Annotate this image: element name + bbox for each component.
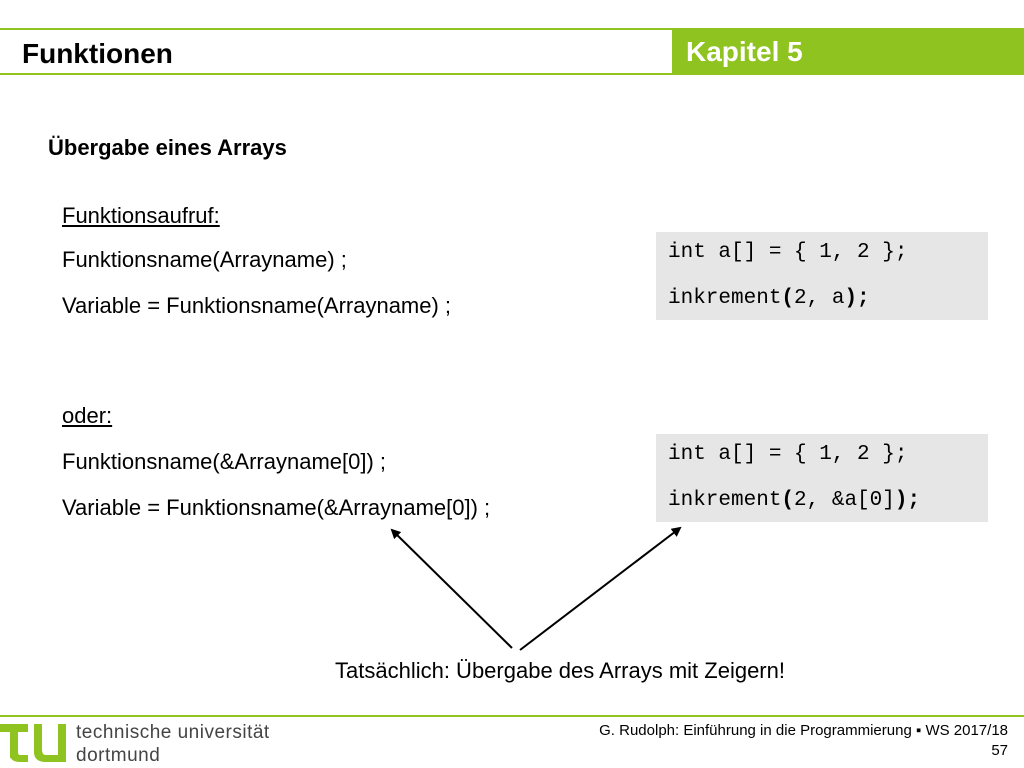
page-number: 57 xyxy=(991,742,1008,759)
code-example-2: int a[] = { 1, 2 }; inkrement(2, &a[0]); xyxy=(656,434,988,522)
code-example-1: int a[] = { 1, 2 }; inkrement(2, a); xyxy=(656,232,988,320)
alt-label: oder: xyxy=(62,403,113,428)
university-name-line-2: dortmund xyxy=(76,745,161,766)
call-syntax-2: Variable = Funktionsname(Arrayname) ; xyxy=(62,293,452,318)
code-function-name: inkrement xyxy=(668,287,782,310)
header-rule-top xyxy=(0,28,1024,30)
code-line-declaration: int a[] = { 1, 2 }; xyxy=(668,443,908,466)
alt-syntax-1: Funktionsname(&Arrayname[0]) ; xyxy=(62,449,387,474)
header-rule-bottom xyxy=(0,73,672,75)
footer-rule xyxy=(0,715,1024,717)
code-arguments: 2, &a[0] xyxy=(794,489,895,512)
call-label: Funktionsaufruf: xyxy=(62,203,220,228)
chapter-label: Kapitel 5 xyxy=(686,36,803,67)
arrow-to-code xyxy=(519,526,682,651)
code-paren-open: ( xyxy=(781,287,795,310)
conclusion-text: Tatsächlich: Übergabe des Arrays mit Zei… xyxy=(335,658,785,683)
call-syntax-1: Funktionsname(Arrayname) ; xyxy=(62,247,347,272)
code-line-call: inkrement(2, &a[0]); xyxy=(668,488,920,514)
slide-title: Funktionen xyxy=(22,38,173,69)
section-heading: Übergabe eines Arrays xyxy=(48,135,287,160)
code-paren-close: ); xyxy=(894,489,921,512)
arrow-to-syntax xyxy=(390,528,513,649)
footer-lecture-info: G. Rudolph: Einführung in die Programmie… xyxy=(599,722,1008,739)
tu-logo-icon xyxy=(0,724,66,762)
university-name-line-1: technische universität xyxy=(76,722,270,743)
code-function-name: inkrement xyxy=(668,489,782,512)
alt-syntax-2: Variable = Funktionsname(&Arrayname[0]) … xyxy=(62,495,491,520)
code-paren-open: ( xyxy=(781,489,795,512)
code-paren-close: ); xyxy=(844,287,870,310)
code-arguments: 2, a xyxy=(794,287,845,310)
chapter-badge xyxy=(672,28,1024,75)
code-line-declaration: int a[] = { 1, 2 }; xyxy=(668,241,908,264)
code-line-call: inkrement(2, a); xyxy=(668,286,870,312)
